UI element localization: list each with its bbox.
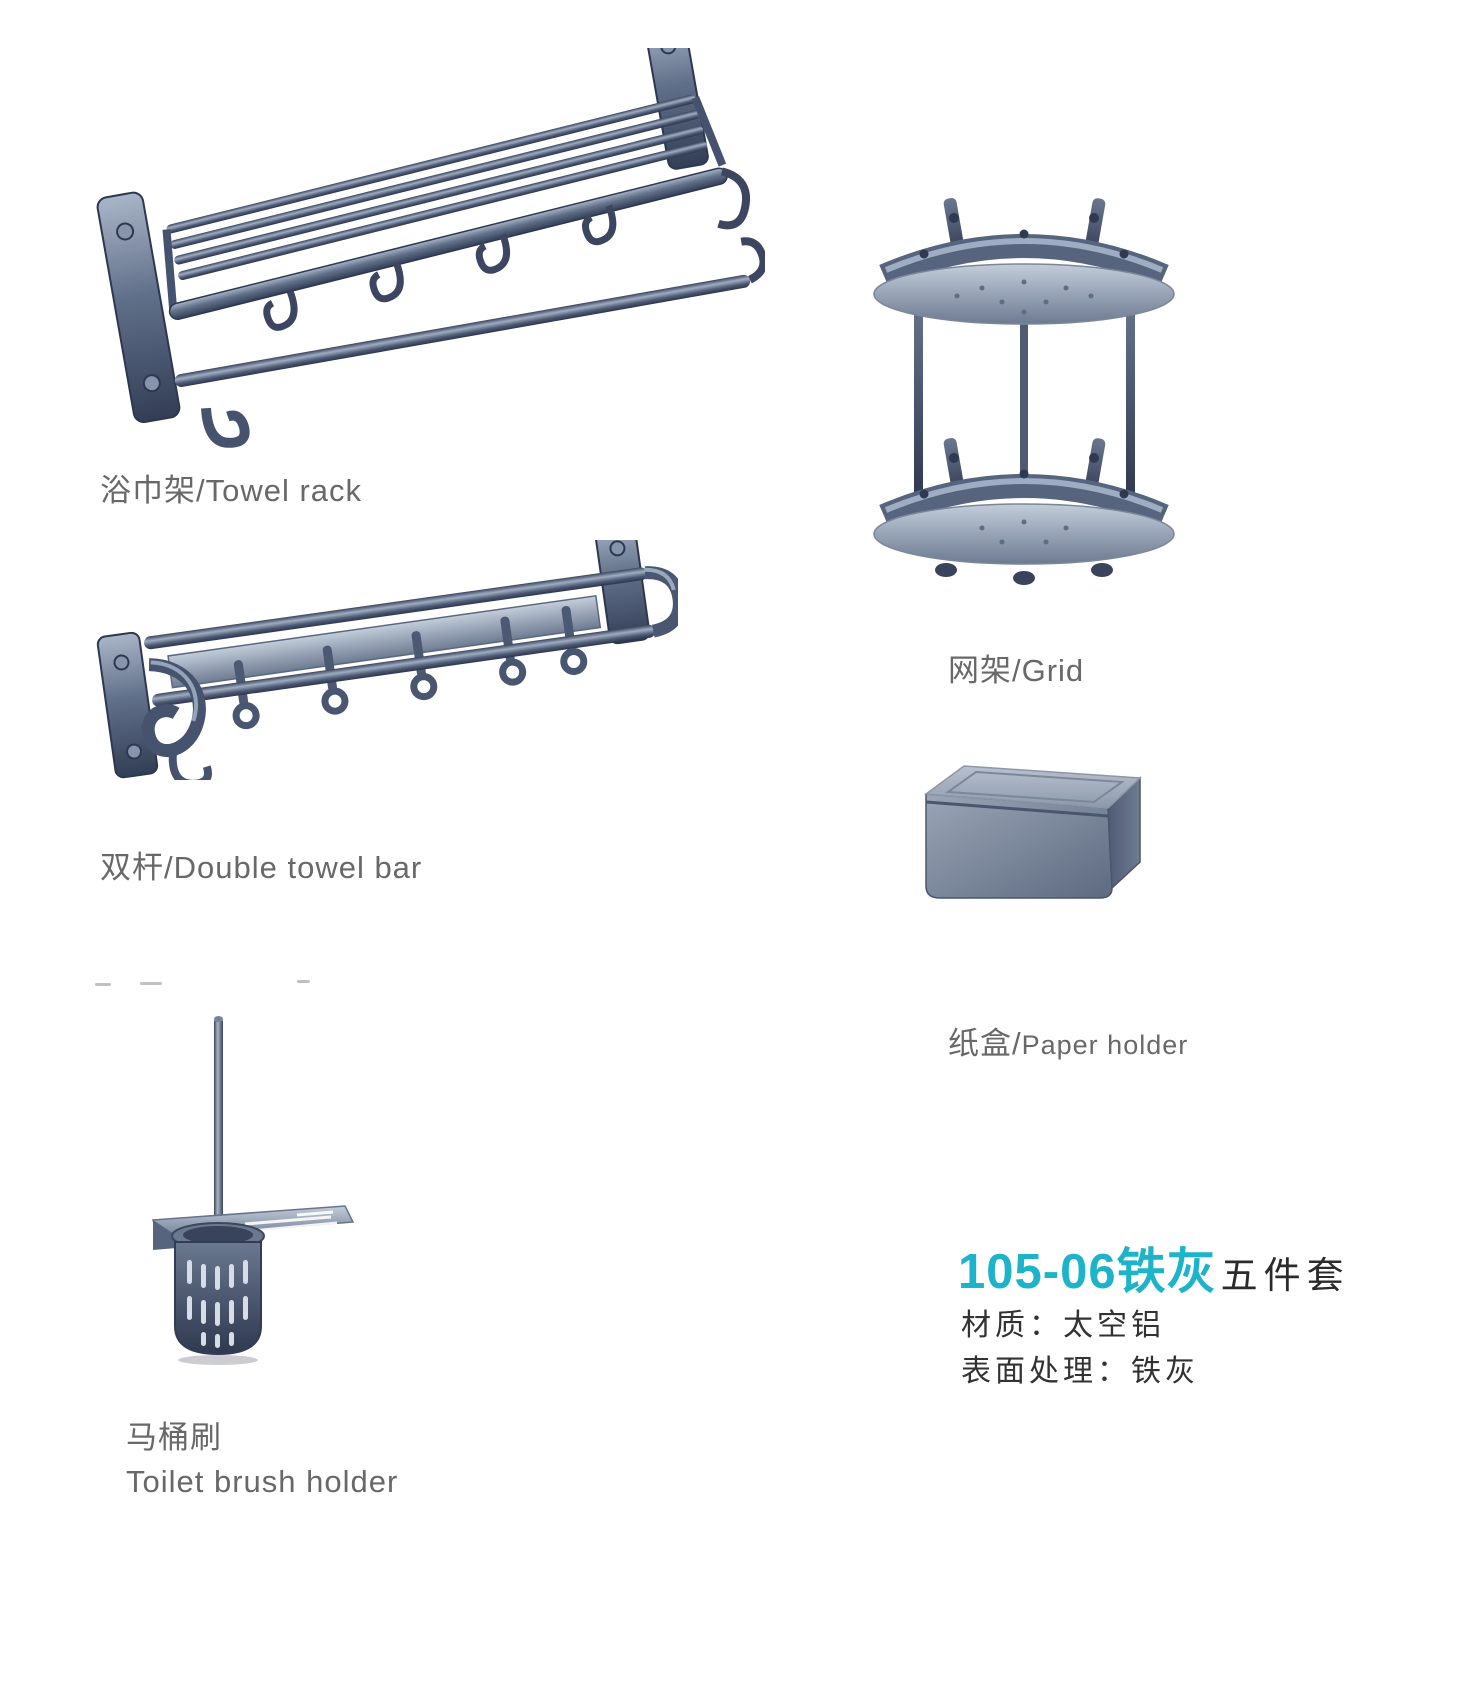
toilet-brush-holder-image <box>95 1008 365 1370</box>
spec-material: 材质：太空铝 <box>961 1309 1165 1342</box>
artifact-mark <box>140 982 162 985</box>
product-model: 105-06铁灰 <box>958 1245 1217 1299</box>
grid-image <box>862 182 1190 586</box>
product-set-suffix: 五件套 <box>1220 1255 1350 1296</box>
artifact-mark <box>95 983 111 986</box>
grid-label: 网架/Grid <box>948 653 1085 688</box>
double-towel-bar-label: 双杆/Double towel bar <box>100 850 423 885</box>
artifact-mark <box>297 980 310 983</box>
paper-holder-label-en: Paper holder <box>1021 1030 1189 1060</box>
toilet-brush-holder-label-en: Toilet brush holder <box>126 1464 399 1499</box>
paper-holder-label-zh: 纸盒/ <box>948 1026 1022 1061</box>
towel-rack-image <box>85 48 765 448</box>
paper-holder-image <box>878 730 1160 905</box>
toilet-brush-holder-label-zh: 马桶刷 <box>126 1420 222 1455</box>
double-towel-bar-image <box>88 540 678 780</box>
toilet-brush-holder-label: 马桶刷 Toilet brush holder <box>126 1416 398 1504</box>
product-info-heading: 105-06铁灰五件套 <box>958 1232 1350 1303</box>
paper-holder-label: 纸盒/Paper holder <box>948 1018 1188 1063</box>
towel-rack-label: 浴巾架/Towel rack <box>100 473 363 508</box>
spec-surface: 表面处理：铁灰 <box>961 1355 1199 1388</box>
